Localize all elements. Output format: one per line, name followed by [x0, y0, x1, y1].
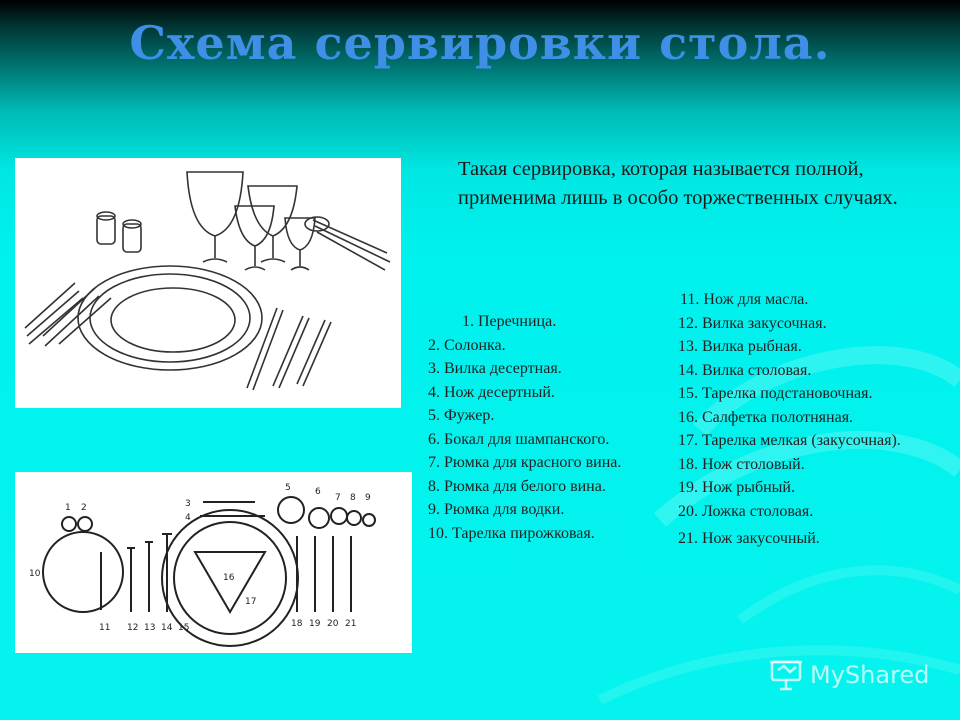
myshared-watermark: MyShared: [768, 655, 929, 695]
pepper-shaker: [96, 215, 116, 245]
plate-outer: [77, 265, 263, 371]
glass-3: [234, 205, 275, 271]
diagram-num-12: 12: [127, 623, 138, 633]
legend-item: 9. Рюмка для водки.: [428, 501, 565, 518]
legend-item: 10. Тарелка пирожковая.: [428, 524, 595, 542]
legend-left-list: 1. Перечница. 2. Солонка. 3. Вилка десер…: [428, 310, 673, 545]
salt-shaker: [122, 223, 142, 253]
fork-3: [58, 297, 112, 345]
diagram-num-6: 6: [315, 487, 321, 497]
legend-item: 2. Солонка.: [428, 336, 506, 354]
legend-item: 13. Вилка рыбная.: [678, 338, 802, 355]
legend-item: 1. Перечница.: [462, 313, 557, 330]
spoons: [312, 219, 391, 271]
diagram-num-1: 1: [65, 503, 71, 513]
setting-diagram-drawing: 1 2 3 4 5 6 7 8 9 10 11 12 13 14 15 16 1…: [29, 483, 376, 647]
diagram-num-3: 3: [185, 499, 191, 509]
legend-item: 3. Вилка десертная.: [428, 360, 562, 377]
legend-item: 21. Нож закусочный.: [678, 530, 820, 547]
diagram-num-15: 15: [178, 623, 189, 633]
legend-item: 4. Нож десертный.: [428, 383, 555, 401]
legend-item: 11. Нож для масла.: [680, 291, 809, 308]
legend-item: 18. Нож столовый.: [678, 455, 805, 473]
diagram-num-10: 10: [29, 569, 41, 579]
white-wine-glass: [346, 510, 362, 526]
fork-2: [42, 287, 100, 347]
diagram-num-4: 4: [185, 513, 191, 523]
legend-item: 17. Тарелка мелкая (закусочная).: [678, 432, 901, 449]
fork-1: [24, 282, 84, 345]
diagram-num-18: 18: [291, 619, 303, 629]
legend-item: 19. Нож рыбный.: [678, 479, 795, 496]
snack-fork: [127, 547, 135, 612]
legend-item: 15. Тарелка подстановочная.: [678, 385, 873, 402]
pie-plate: [42, 531, 124, 613]
napkin: [193, 551, 267, 614]
knife-3: [296, 319, 332, 387]
diagram-num-11: 11: [99, 623, 110, 633]
red-wine-glass: [330, 507, 348, 525]
glass-2: [247, 185, 298, 263]
legend-item: 12. Вилка закусочная.: [678, 314, 827, 332]
watermark-text: MyShared: [810, 661, 930, 689]
dinner-plate: [173, 521, 287, 635]
salt-shaker-top: [77, 516, 93, 532]
table-setting-drawing: [24, 171, 391, 391]
plate-inner: [110, 287, 236, 353]
diagram-num-16: 16: [223, 573, 235, 583]
legend-item: 16. Салфетка полотняная.: [678, 408, 854, 426]
fish-fork: [145, 541, 153, 612]
legend-item: 14. Вилка столовая.: [678, 361, 812, 379]
diagram-num-21: 21: [345, 619, 356, 629]
goblet: [277, 496, 305, 524]
diagram-num-5: 5: [285, 483, 291, 493]
diagram-num-2: 2: [81, 503, 87, 513]
table-setting-illustration: [15, 158, 401, 408]
intro-text: Такая сервировка, которая называется пол…: [458, 158, 898, 209]
plate-rim: [89, 273, 251, 363]
knife-2: [272, 315, 310, 389]
legend-item: 6. Бокал для шампанского.: [428, 430, 610, 448]
diagram-num-14: 14: [161, 623, 173, 633]
diagram-num-7: 7: [335, 493, 341, 503]
legend-right-list: 11. Нож для масла. 12. Вилка закусочная.…: [678, 288, 938, 551]
glass-1: [186, 171, 244, 263]
glass-4: [284, 217, 316, 271]
slide-title: Схема сервировки стола.: [129, 16, 831, 70]
legend-item: 20. Ложка столовая.: [678, 502, 814, 520]
pepper-shaker-top: [61, 516, 77, 532]
vodka-glass: [362, 513, 376, 527]
knife-1: [246, 307, 284, 391]
diagram-num-8: 8: [350, 493, 356, 503]
presentation-icon: [770, 660, 802, 691]
champagne-glass: [308, 507, 330, 529]
legend-item: 8. Рюмка для белого вина.: [428, 477, 606, 495]
numbered-setting-diagram: 1 2 3 4 5 6 7 8 9 10 11 12 13 14 15 16 1…: [15, 472, 412, 653]
legend-item: 5. Фужер.: [428, 407, 495, 424]
legend-item: 7. Рюмка для красного вина.: [428, 454, 622, 471]
diagram-num-17: 17: [245, 597, 256, 607]
diagram-num-19: 19: [309, 619, 321, 629]
table-fork: [162, 533, 172, 612]
diagram-num-13: 13: [144, 623, 155, 633]
diagram-num-20: 20: [327, 619, 339, 629]
diagram-num-9: 9: [365, 493, 371, 503]
